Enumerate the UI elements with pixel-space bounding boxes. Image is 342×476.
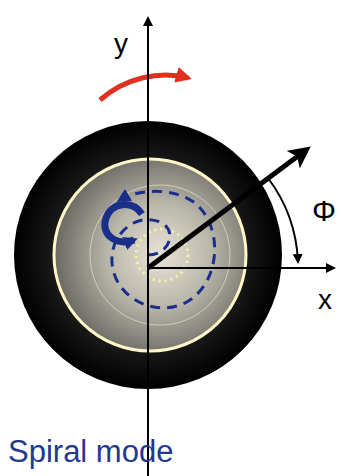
direction-vector [148, 150, 306, 268]
spin-arrow [100, 75, 188, 100]
rotation-arrow [105, 205, 142, 242]
x-axis [148, 267, 334, 269]
y-axis [147, 18, 149, 476]
angle-label: Φ [312, 196, 336, 226]
axis-label: x [318, 286, 332, 314]
axis-label: y [114, 30, 128, 58]
spiral-path [112, 191, 215, 308]
caption: Spiral mode [8, 436, 173, 467]
angle-arc [268, 178, 298, 262]
hub [54, 159, 246, 351]
rim-ring [54, 159, 246, 351]
